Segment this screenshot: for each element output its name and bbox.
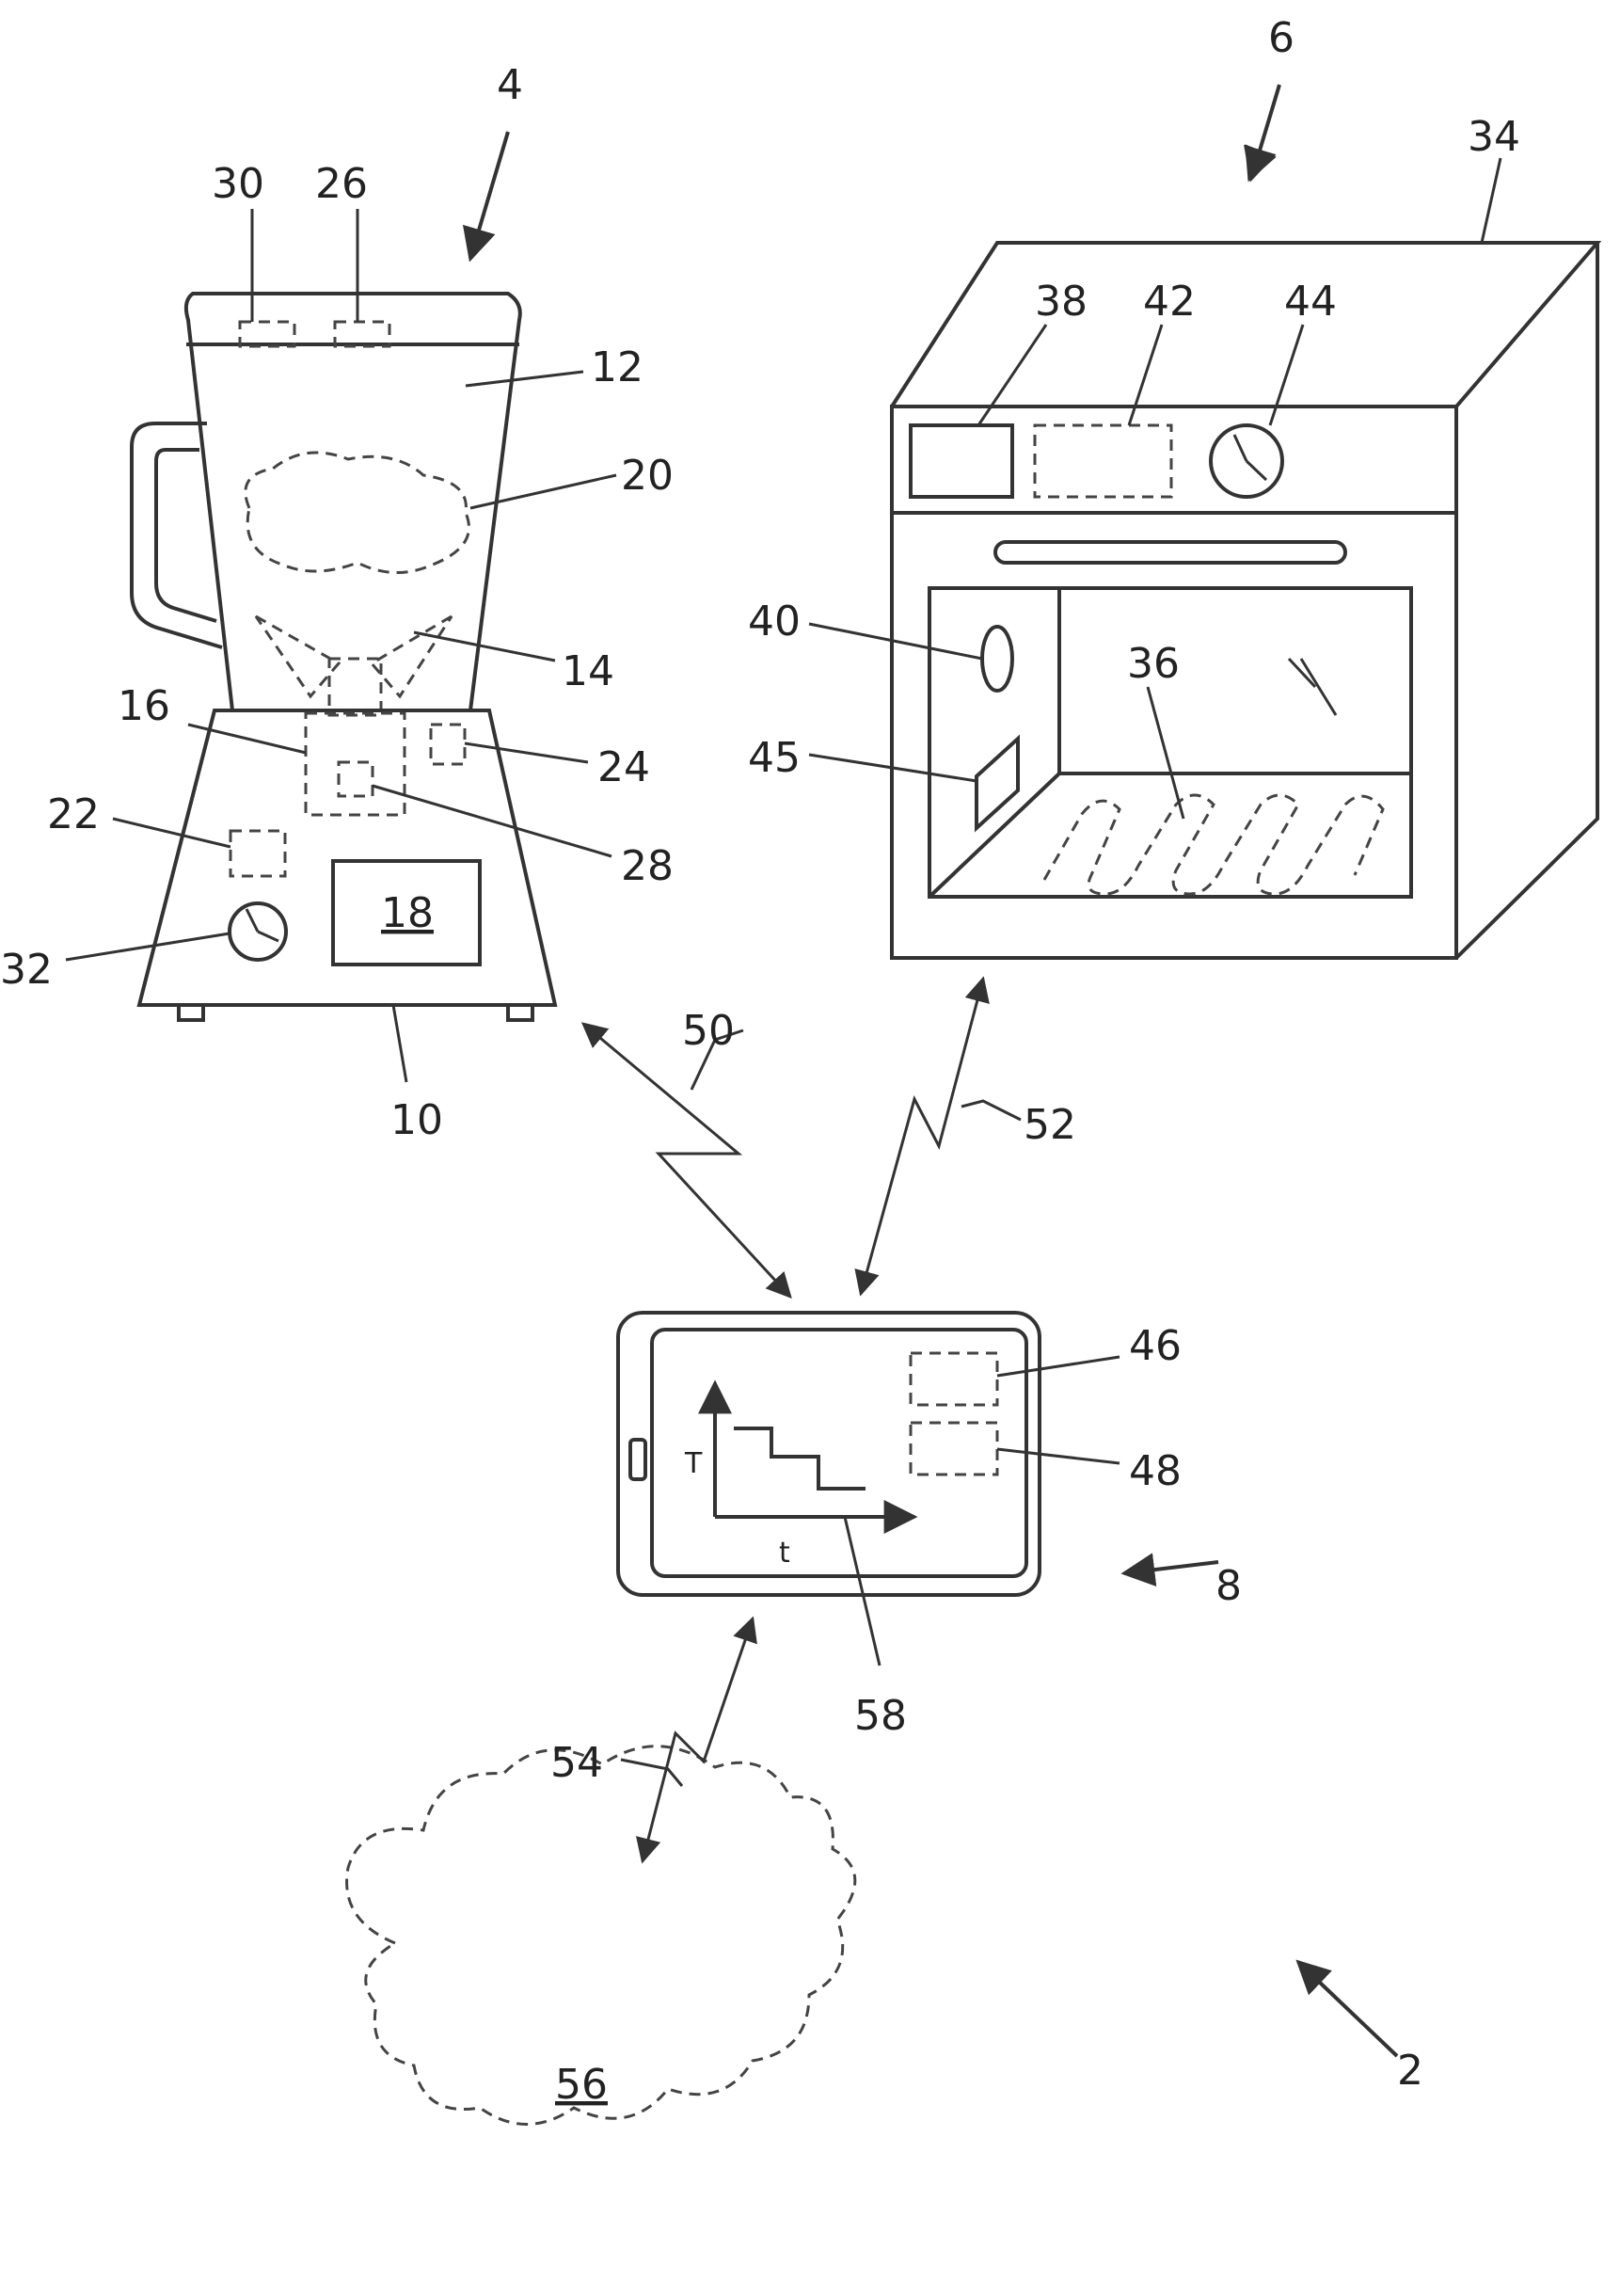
oven (890, 241, 1602, 960)
tablet-body (616, 1311, 1041, 1597)
display-blender (331, 859, 482, 966)
cloud-shape (345, 1745, 857, 2126)
label-28: 28 (621, 842, 674, 890)
graph-x-axis-label: t (779, 1537, 790, 1570)
label-54: 54 (550, 1739, 603, 1787)
oven-cavity (928, 586, 1413, 899)
clock-blender-icon (228, 901, 288, 962)
leader-lines (65, 84, 1502, 2058)
label-oven-body: 34 (1468, 113, 1520, 161)
label-blade: 14 (562, 647, 614, 695)
label-48: 48 (1129, 1447, 1182, 1495)
label-graph: 58 (854, 1692, 907, 1740)
label-44: 44 (1284, 278, 1337, 326)
label-oven: 6 (1268, 14, 1294, 62)
label-45: 45 (748, 734, 801, 782)
clock-oven-icon (1209, 423, 1284, 499)
tablet-box-46 (909, 1351, 999, 1407)
label-24: 24 (597, 743, 650, 791)
label-52: 52 (1024, 1101, 1076, 1149)
label-50: 50 (682, 1007, 735, 1055)
heater-shape (1042, 793, 1385, 896)
label-blender: 4 (497, 61, 523, 109)
unit-26-box (333, 320, 391, 348)
link-54 (635, 1616, 757, 1864)
food-shape (244, 451, 470, 574)
label-30: 30 (212, 160, 264, 208)
tablet-box-48 (909, 1421, 999, 1476)
unit-22-box (229, 829, 287, 878)
motor-box (304, 711, 406, 817)
jar-handle (130, 422, 223, 649)
label-cloud: 56 (555, 2061, 608, 2109)
label-motor: 16 (118, 682, 170, 730)
tablet-screen (650, 1328, 1028, 1578)
tablet (616, 1311, 1041, 1597)
link-52 (854, 976, 990, 1297)
label-system: 2 (1397, 2047, 1423, 2095)
label-42: 42 (1143, 278, 1196, 326)
unit-45-shape (975, 734, 1020, 833)
blender (130, 292, 558, 1022)
label-base: 10 (390, 1096, 443, 1144)
base-outline (136, 709, 558, 1007)
link-50 (580, 1022, 792, 1299)
jar-outline (183, 292, 522, 712)
graph-y-axis-label: T (684, 1447, 703, 1480)
tablet-home-button (628, 1438, 647, 1481)
label-46: 46 (1129, 1322, 1182, 1370)
label-22: 22 (47, 790, 100, 838)
graph-58 (698, 1379, 918, 1534)
unit-38-box (909, 423, 1014, 499)
oven-body (890, 241, 1602, 960)
label-tablet: 8 (1215, 1562, 1242, 1610)
blade-shape (254, 614, 453, 717)
label-jar: 12 (591, 343, 643, 391)
unit-28-box (337, 760, 374, 798)
reference-labels: 2 4 6 8 10 12 14 16 18 20 22 24 26 28 30… (0, 14, 1520, 2109)
unit-40-shape (980, 625, 1014, 693)
label-heater: 36 (1127, 640, 1180, 688)
label-food: 20 (621, 452, 674, 500)
oven-door-handle (993, 540, 1347, 565)
label-26: 26 (315, 160, 368, 208)
label-38: 38 (1035, 278, 1088, 326)
label-display-blender: 18 (381, 889, 434, 937)
unit-30-box (238, 320, 296, 348)
unit-42-box (1033, 423, 1173, 499)
label-32: 32 (0, 946, 53, 994)
label-40: 40 (748, 598, 801, 646)
unit-24-box (429, 723, 467, 766)
